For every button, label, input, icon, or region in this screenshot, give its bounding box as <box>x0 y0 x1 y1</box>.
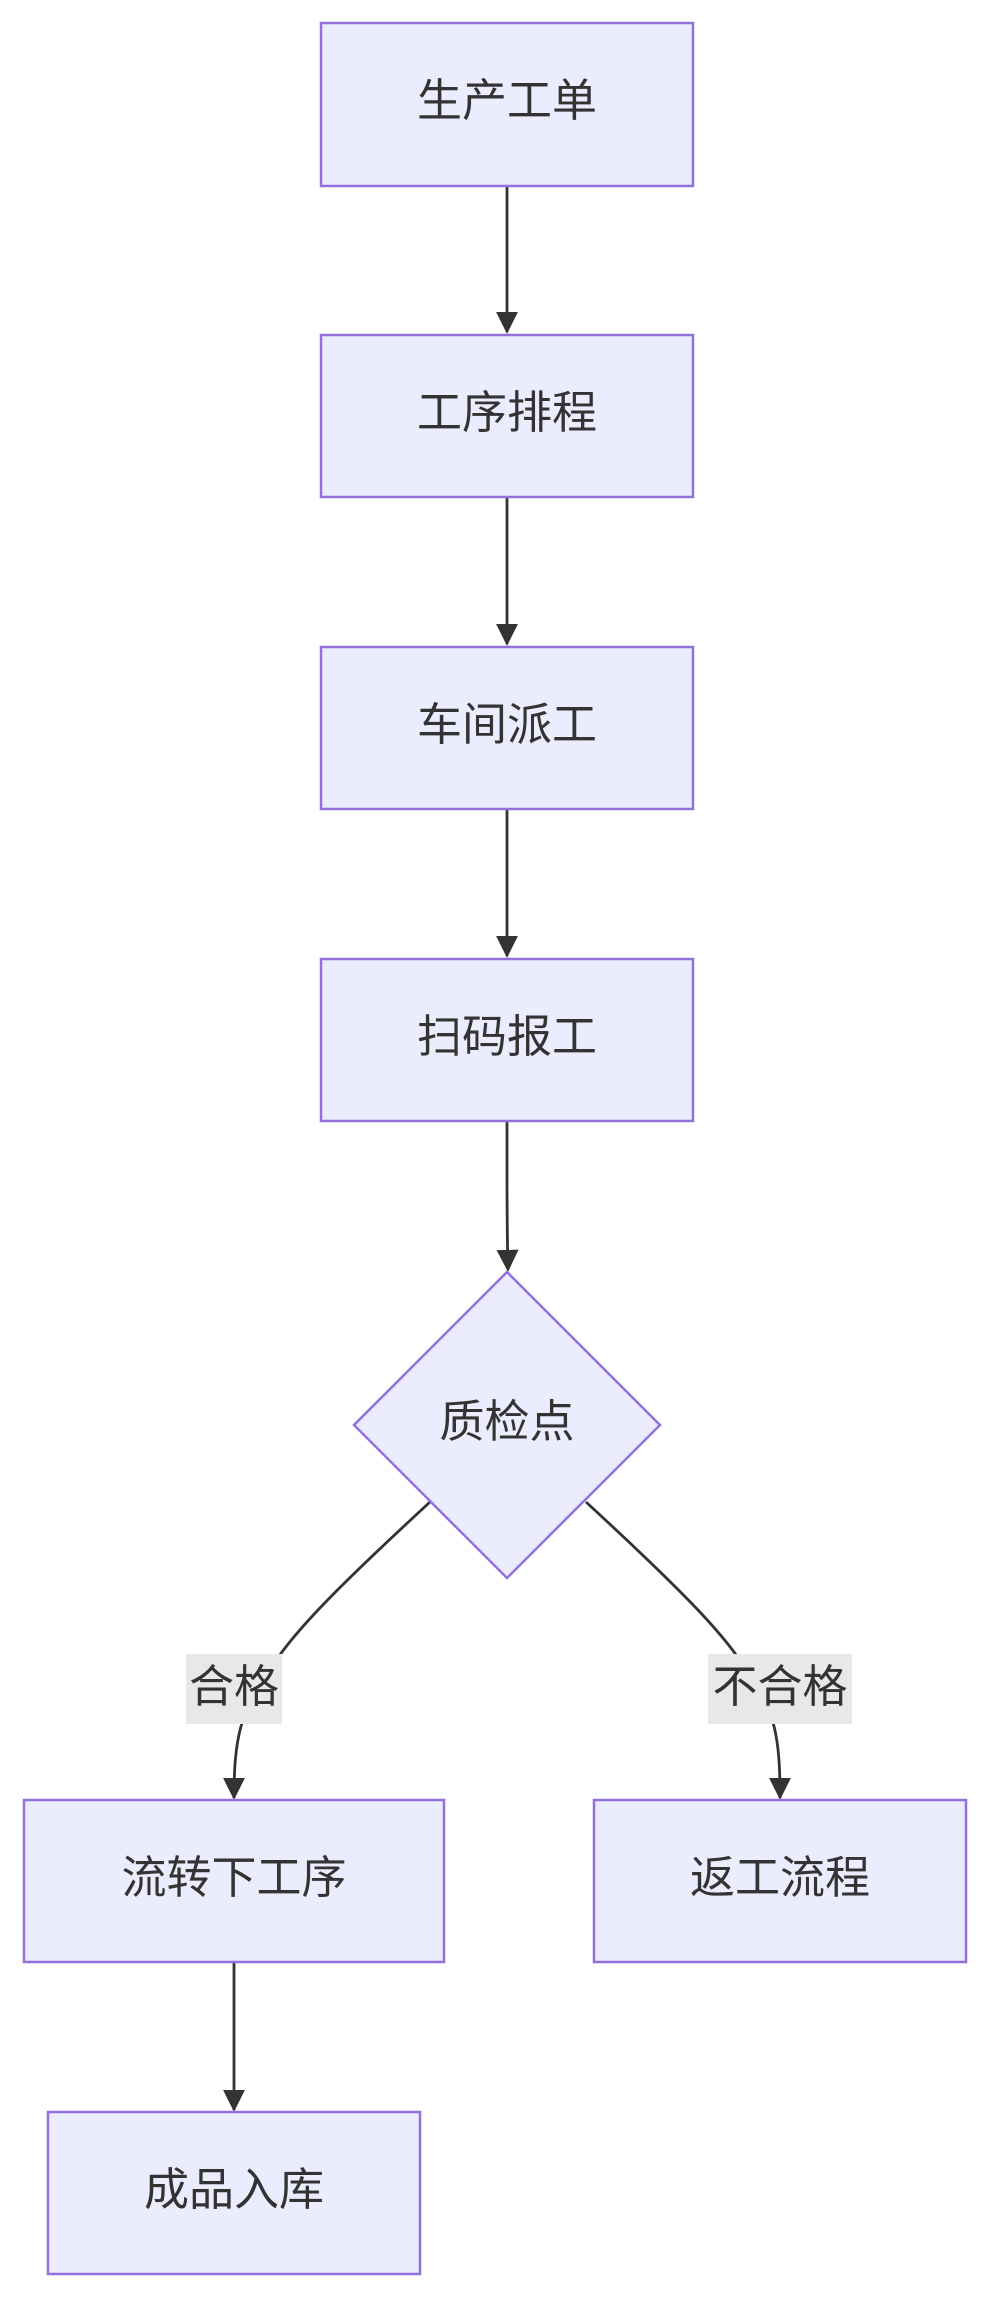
node-scan-report-label: 扫码报工 <box>417 1010 597 1063</box>
node-rework-label: 返工流程 <box>690 1851 870 1904</box>
edge-label-pass-background <box>186 1654 282 1724</box>
node-next-process-label: 流转下工序 <box>121 1851 346 1904</box>
node-scheduling-label: 工序排程 <box>417 386 597 439</box>
edge-scan-report-to-quality-check <box>496 1121 519 1272</box>
node-scan-report-box <box>319 957 695 1123</box>
node-quality-check: 质检点 <box>352 1270 662 1580</box>
node-scan-report: 扫码报工 <box>319 957 695 1123</box>
edge-label-fail: 不合格 <box>708 1654 852 1724</box>
node-work-order-label: 生产工单 <box>417 74 597 127</box>
node-next-process-box <box>22 1798 446 1964</box>
edge-quality-check-to-next-process <box>223 1500 431 1800</box>
node-scheduling: 工序排程 <box>319 333 695 499</box>
node-rework-box <box>592 1798 968 1964</box>
edge-label-pass: 合格 <box>186 1654 282 1724</box>
node-work-order-box <box>319 21 695 188</box>
node-work-order: 生产工单 <box>319 21 695 188</box>
edge-label-pass-text: 合格 <box>189 1660 279 1713</box>
node-rework: 返工流程 <box>592 1798 968 1964</box>
node-dispatch-box <box>319 645 695 811</box>
edge-quality-check-to-rework <box>585 1500 791 1800</box>
node-dispatch-label: 车间派工 <box>417 698 597 751</box>
node-warehouse: 成品入库 <box>46 2110 422 2276</box>
edge-label-fail-background <box>708 1654 852 1724</box>
node-dispatch: 车间派工 <box>319 645 695 811</box>
node-quality-check-label: 质检点 <box>439 1395 574 1448</box>
node-warehouse-box <box>46 2110 422 2276</box>
edge-label-fail-text: 不合格 <box>712 1660 847 1713</box>
node-next-process: 流转下工序 <box>22 1798 446 1964</box>
node-scheduling-box <box>319 333 695 499</box>
node-warehouse-label: 成品入库 <box>144 2163 324 2216</box>
node-quality-check-diamond <box>352 1270 662 1580</box>
